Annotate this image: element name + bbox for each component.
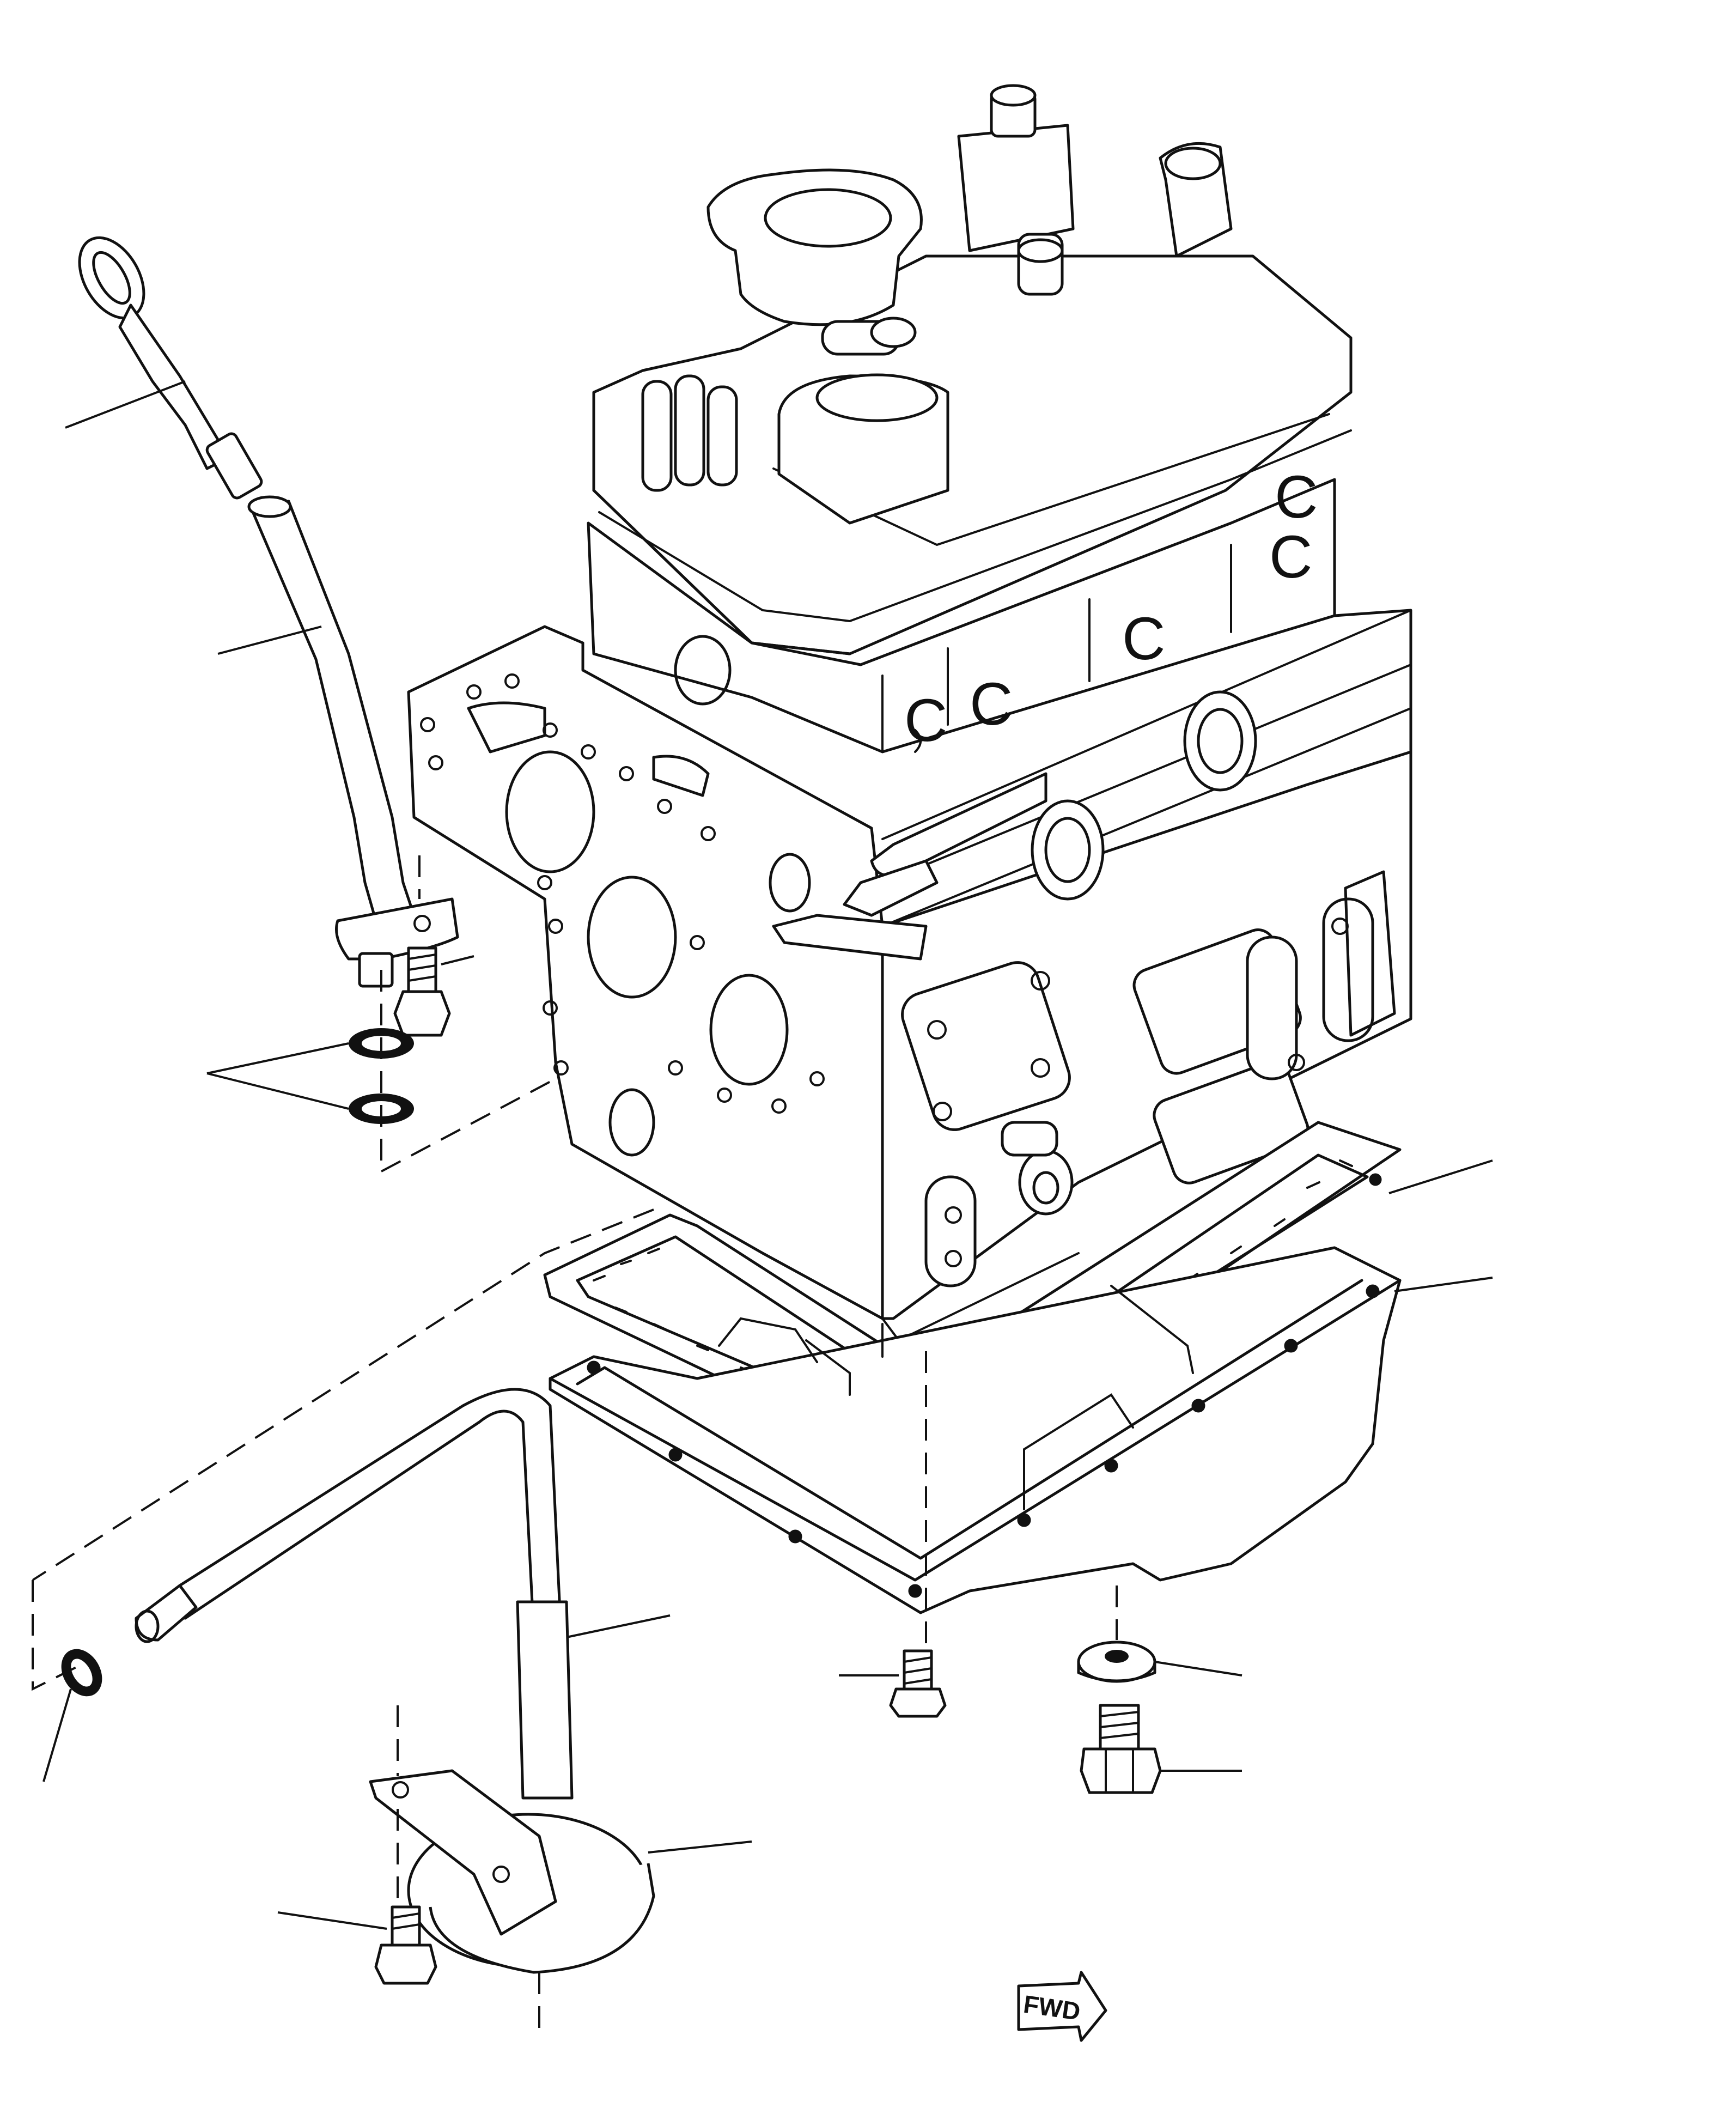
svg-text:C: C: [1122, 605, 1165, 672]
tube-bolt: [393, 946, 451, 1037]
oil-strainer: [369, 1769, 655, 1974]
dipstick: [78, 236, 263, 500]
pan-bolt: [889, 1649, 947, 1718]
svg-text:C: C: [1275, 464, 1318, 531]
engine-block: C C C C C: [407, 84, 1412, 1342]
drain-plug: [1080, 1704, 1162, 1794]
dipstick-tube: [247, 495, 459, 988]
svg-text:C: C: [1269, 524, 1312, 591]
svg-text:C: C: [904, 687, 947, 754]
strainer-bolt: [374, 1905, 437, 1985]
pickup-tube: [135, 1388, 574, 1800]
leader-lines: [42, 380, 1493, 1930]
fwd-arrow-icon: FWD: [1017, 1971, 1107, 2042]
o-ring: [61, 1649, 102, 1697]
drain-plug-washer: [1077, 1641, 1156, 1683]
alignment-lines: [32, 855, 1118, 2032]
svg-text:C: C: [970, 671, 1013, 738]
oil-pan: [549, 1246, 1402, 1614]
